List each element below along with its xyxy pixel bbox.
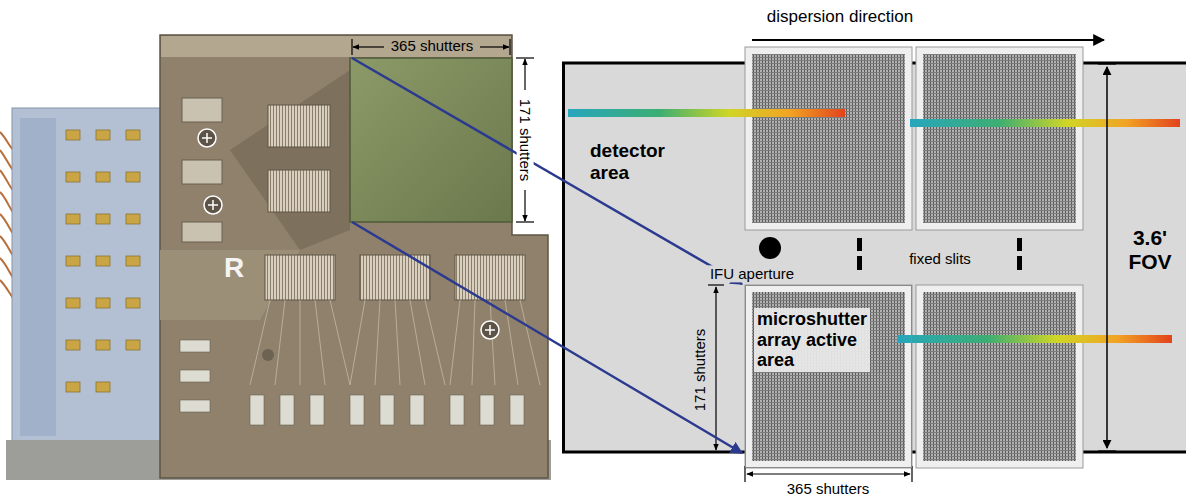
- dimension-label: 171 shutters: [691, 329, 708, 412]
- spectrum-bar: [568, 109, 1180, 343]
- region-label: detector area: [590, 140, 665, 184]
- mapping-arrow: [352, 58, 742, 453]
- dimension-label: 365 shutters: [787, 480, 870, 497]
- chip-letter: R: [224, 252, 244, 284]
- dimension-bracket: [352, 39, 534, 222]
- dimension-arrow: [708, 40, 1116, 482]
- aperture-label: IFU aperture: [707, 265, 797, 282]
- microshutter-array-quadrant: microshutter array active area: [745, 285, 912, 468]
- field-of-view-label: 3.6' FOV: [1128, 226, 1171, 274]
- detector-area-band: detector area microshutter array active a…: [562, 63, 1186, 452]
- dimension-label: 171 shutters: [516, 96, 533, 185]
- axis-label: dispersion direction: [767, 7, 913, 27]
- fixed-slit: [857, 238, 1022, 270]
- device-photo: [0, 35, 551, 480]
- dimension-label: 365 shutters: [391, 37, 474, 54]
- region-label: microshutter array active area: [754, 308, 870, 372]
- ifu-aperture: [759, 237, 781, 259]
- slit-label: fixed slits: [909, 250, 971, 267]
